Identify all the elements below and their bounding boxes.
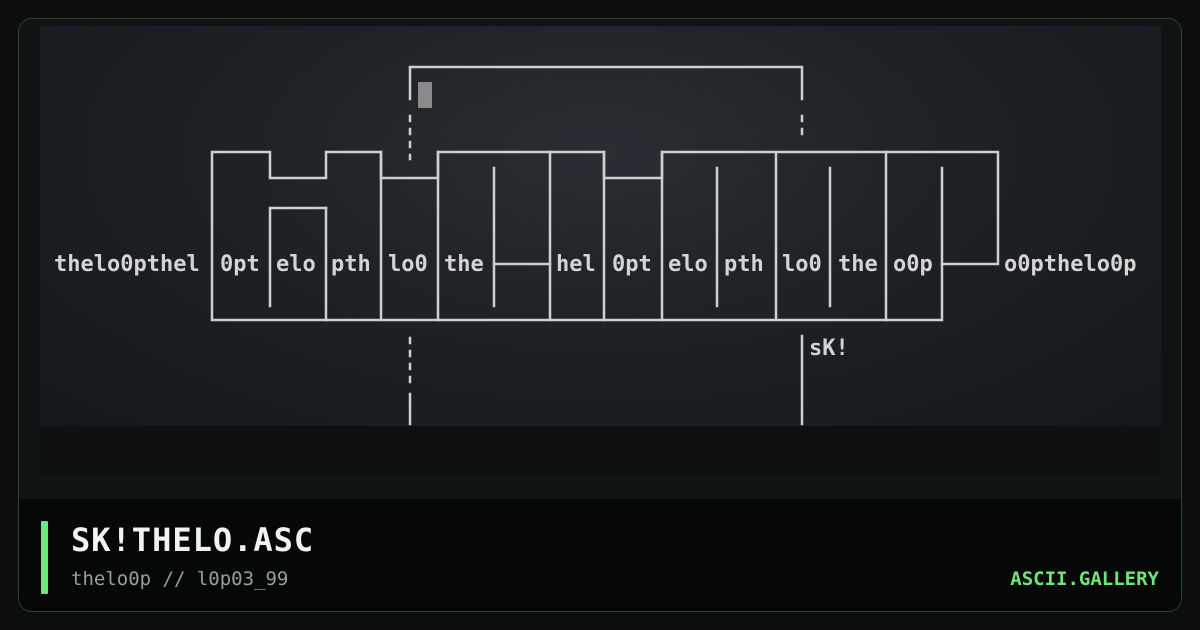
ascii-row-segment: lo0 [782,252,822,277]
ascii-row-segment: elo [276,252,316,277]
ascii-art-panel: thelo0pthel 0pt elo pth lo0 the hel 0pt … [40,26,1161,474]
art-panel-shade [40,426,1161,474]
artwork-title: SK!THELO.ASC [71,521,315,559]
ascii-row-segment: 0pt [612,252,652,277]
caption-footer: SK!THELO.ASC thelo0p // l0p03_99 ASCII.G… [19,499,1181,611]
ascii-row-segment: thelo0pthel [54,252,200,277]
ascii-row-segment: the [444,252,484,277]
ascii-row-segment: pth [331,252,371,277]
ascii-row-segment: hel [556,252,596,277]
ascii-row-segment: lo0 [388,252,428,277]
ascii-art-lines [210,65,1000,426]
ascii-row-segment: o0p [893,252,933,277]
gallery-brand[interactable]: ASCII.GALLERY [1010,568,1159,590]
ascii-art: thelo0pthel 0pt elo pth lo0 the hel 0pt … [54,65,1136,426]
ascii-tag: sK! [809,336,849,361]
artwork-subtitle: thelo0p // l0p03_99 [71,568,289,590]
ascii-row-segment: o0pthelo0p [1004,252,1136,277]
ascii-row-segment: the [838,252,878,277]
ascii-row-segment: 0pt [220,252,260,277]
ascii-row-segment: pth [724,252,764,277]
cursor-block [418,82,432,108]
accent-bar [41,521,48,594]
ascii-row-segment: elo [668,252,708,277]
artwork-card: thelo0pthel 0pt elo pth lo0 the hel 0pt … [18,18,1182,612]
